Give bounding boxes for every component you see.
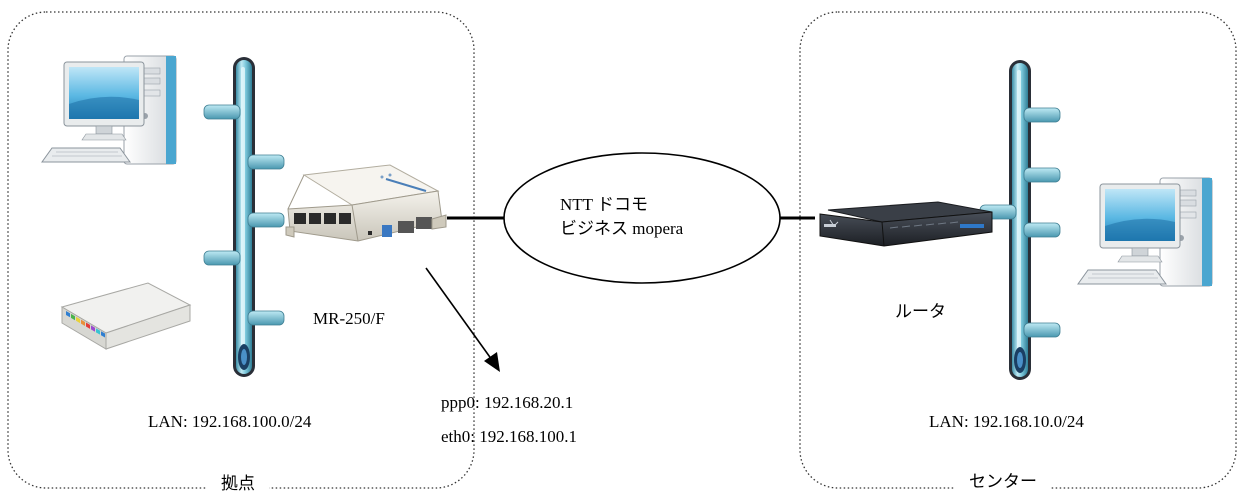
center-router-label: ルータ bbox=[895, 302, 946, 321]
network-cloud bbox=[503, 152, 781, 284]
center-zone-title: センター bbox=[955, 473, 1051, 490]
rack-router-icon bbox=[819, 201, 993, 247]
desktop-pc-icon bbox=[41, 55, 177, 165]
arrowhead bbox=[484, 352, 500, 372]
switching-hub-icon bbox=[60, 282, 192, 350]
site-zone-title: 拠点 bbox=[207, 475, 269, 492]
center-lan-label: LAN: 192.168.10.0/24 bbox=[929, 412, 1084, 431]
ip-info-arrow bbox=[425, 267, 493, 361]
desktop-pc-icon bbox=[1077, 177, 1213, 287]
router-label-mr250f: MR-250/F bbox=[313, 309, 385, 328]
center-zone-border bbox=[799, 11, 1237, 489]
cloud-label-line2: ビジネス mopera bbox=[560, 219, 684, 238]
ip-line-ppp0: ppp0: 192.168.20.1 bbox=[441, 393, 574, 412]
site-lan-label: LAN: 192.168.100.0/24 bbox=[148, 412, 312, 431]
cloud-label-line1: NTT ドコモ bbox=[560, 195, 648, 214]
mr250f-router-icon bbox=[285, 164, 447, 242]
ip-line-eth0: eth0: 192.168.100.1 bbox=[441, 427, 577, 446]
